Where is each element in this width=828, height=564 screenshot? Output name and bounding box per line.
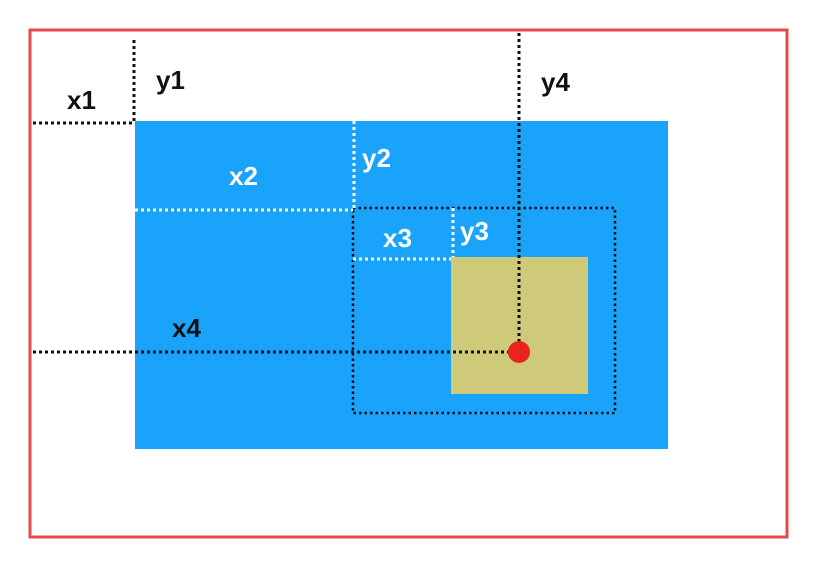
label-y3: y3 <box>460 216 489 246</box>
label-y1: y1 <box>156 65 185 95</box>
target-point <box>508 341 530 363</box>
inner-container-outline <box>351 206 617 415</box>
label-x3: x3 <box>383 223 412 253</box>
label-x4: x4 <box>172 313 201 343</box>
label-x2: x2 <box>229 161 258 191</box>
outer-element-box <box>135 121 668 449</box>
label-y4: y4 <box>541 67 570 97</box>
label-y2: y2 <box>362 143 391 173</box>
inner-element-box <box>451 257 588 394</box>
label-x1: x1 <box>67 85 96 115</box>
